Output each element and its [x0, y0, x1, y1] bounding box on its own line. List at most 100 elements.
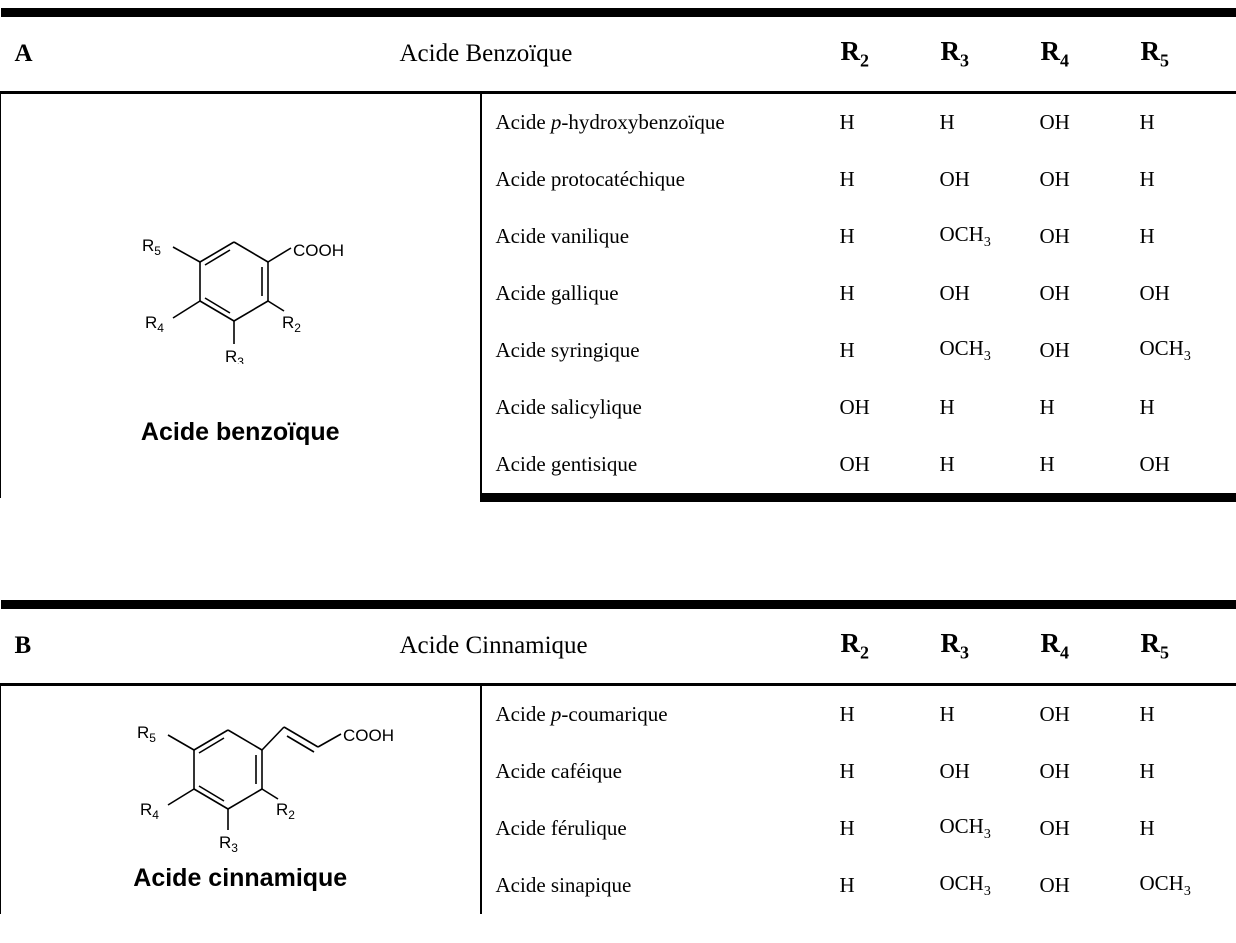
cell-r3: OCH3	[939, 870, 991, 900]
acid-name: Acide salicylique	[495, 395, 642, 419]
benzoic-acid-table: A Acide Benzoïque R2 R3 R4 R5	[0, 8, 1236, 502]
cell-r3: OH	[939, 281, 970, 305]
acid-name: Acide vanilique	[495, 224, 630, 248]
cell-r3: H	[939, 702, 955, 726]
table-row: Acide salicylique OH H H H	[1, 379, 1236, 436]
cell-r5: OH	[1127, 265, 1236, 322]
cell-r2: H	[839, 224, 855, 248]
structure-name: Acide benzoïque	[140, 418, 340, 447]
cell-r5: H	[1127, 92, 1236, 151]
family-title: Acide Benzoïque	[400, 8, 828, 94]
cell-r4: OH	[1039, 873, 1070, 897]
cell-r2: H	[839, 167, 855, 191]
acid-name: Acide férulique	[495, 816, 627, 840]
acid-name: Acide caféique	[495, 759, 623, 783]
cell-r3: H	[927, 436, 1028, 502]
table-row: COOH R5 R4 R2 R3 Acide benzoïque Acide p…	[0, 92, 1236, 498]
acid-name: Acide syringique	[495, 338, 640, 362]
cell-r5: OH	[1127, 436, 1236, 502]
cell-r3: OCH3	[939, 813, 991, 843]
cell-r2: H	[839, 338, 855, 362]
cell-r4: OH	[1039, 816, 1070, 840]
cell-r5: OCH3	[1127, 322, 1236, 379]
cinnamic-acid-structure: COOH R5 R4 R2 R3	[137, 723, 394, 855]
cinnamic-structure-cell: COOH R5 R4 R2 R3 Acide cinnamique	[0, 684, 482, 914]
cell-r3: OH	[939, 759, 970, 783]
svg-text:R3: R3	[225, 347, 244, 364]
table-row: Acide syringique H OCH3 OH OCH3	[1, 322, 1236, 379]
cell-r5: H	[1127, 151, 1236, 208]
table-row: Acide protocatéchique H OH OH H	[1, 151, 1236, 208]
cell-r5: H	[1127, 743, 1236, 800]
cell-r4: OH	[1039, 110, 1070, 134]
panel-letter: B	[0, 600, 481, 686]
table-row: Acide gentisique OH H H OH	[1, 436, 1236, 502]
svg-text:R4: R4	[140, 800, 159, 822]
cell-r2: H	[839, 110, 855, 134]
table-header-row: B Acide Cinnamique R2 R3 R4 R5	[0, 600, 1236, 686]
header-r3: R3	[927, 600, 1028, 686]
svg-text:R4: R4	[145, 313, 164, 335]
table-header-row: A Acide Benzoïque R2 R3 R4 R5	[0, 8, 1236, 94]
header-r5: R5	[1127, 600, 1236, 686]
cell-r5: H	[1127, 208, 1236, 265]
table-row: COOH R5 R4 R2 R3 Acide cinnamique Acide …	[0, 684, 1236, 914]
cell-r4: OH	[1039, 702, 1070, 726]
acid-name: Acide gallique	[495, 281, 619, 305]
acid-name: Acide p-hydroxybenzoïque	[495, 110, 725, 134]
cell-r2: OH	[827, 436, 928, 502]
table-row: Acide vanilique H OCH3 OH H	[1, 208, 1236, 265]
cell-r4: OH	[1039, 759, 1070, 783]
acid-name: Acide p-coumarique	[495, 702, 668, 726]
cell-r3: OH	[939, 167, 970, 191]
cell-r4: H	[1027, 436, 1128, 502]
benzoic-table: A Acide Benzoïque R2 R3 R4 R5	[0, 8, 1236, 502]
cinnamic-table: B Acide Cinnamique R2 R3 R4 R5	[0, 600, 1236, 914]
acid-name: Acide gentisique	[480, 436, 828, 502]
benzoic-structure-cell: COOH R5 R4 R2 R3 Acide benzoïque	[0, 92, 482, 498]
header-r5: R5	[1127, 8, 1236, 94]
cell-r2: OH	[839, 395, 870, 419]
cell-r4: OH	[1039, 281, 1070, 305]
cell-r4: OH	[1039, 224, 1070, 248]
table-row: Acide caféique H OH OH H	[1, 743, 1236, 800]
cell-r2: H	[839, 281, 855, 305]
svg-text:R5: R5	[137, 723, 156, 745]
table-row: Acide gallique H OH OH OH	[1, 265, 1236, 322]
cell-r3: OCH3	[939, 221, 991, 251]
svg-text:R3: R3	[219, 833, 238, 855]
cell-r2: H	[839, 873, 855, 897]
benzoic-acid-structure: COOH R5 R4 R2 R3	[142, 236, 344, 364]
svg-text:R2: R2	[282, 313, 301, 335]
header-r2: R2	[827, 8, 928, 94]
header-r2: R2	[827, 600, 928, 686]
svg-text:R2: R2	[276, 800, 295, 822]
cell-r3: H	[939, 110, 955, 134]
cell-r4: H	[1039, 395, 1055, 419]
cooh-label: COOH	[343, 726, 394, 745]
family-title: Acide Cinnamique	[400, 600, 828, 686]
header-r4: R4	[1027, 8, 1128, 94]
cell-r4: OH	[1039, 338, 1070, 362]
svg-text:R5: R5	[142, 236, 161, 258]
cell-r5: H	[1127, 684, 1236, 743]
cell-r2: H	[839, 759, 855, 783]
header-r4: R4	[1027, 600, 1128, 686]
cell-r4: OH	[1039, 167, 1070, 191]
cell-r5: OCH3	[1127, 857, 1236, 914]
cell-r5: H	[1127, 800, 1236, 857]
cinnamic-acid-table: B Acide Cinnamique R2 R3 R4 R5	[0, 600, 1236, 914]
cell-r3: OCH3	[939, 335, 991, 365]
cell-r5: H	[1127, 379, 1236, 436]
table-row: Acide sinapique H OCH3 OH OCH3	[1, 857, 1236, 914]
acid-name: Acide protocatéchique	[495, 167, 686, 191]
cell-r2: H	[839, 816, 855, 840]
structure-name: Acide cinnamique	[133, 863, 348, 892]
header-r3: R3	[927, 8, 1028, 94]
cell-r2: H	[839, 702, 855, 726]
panel-letter: A	[0, 8, 481, 94]
acid-name: Acide sinapique	[495, 873, 632, 897]
cooh-label: COOH	[293, 241, 344, 260]
table-row: Acide férulique H OCH3 OH H	[1, 800, 1236, 857]
cell-r3: H	[939, 395, 955, 419]
